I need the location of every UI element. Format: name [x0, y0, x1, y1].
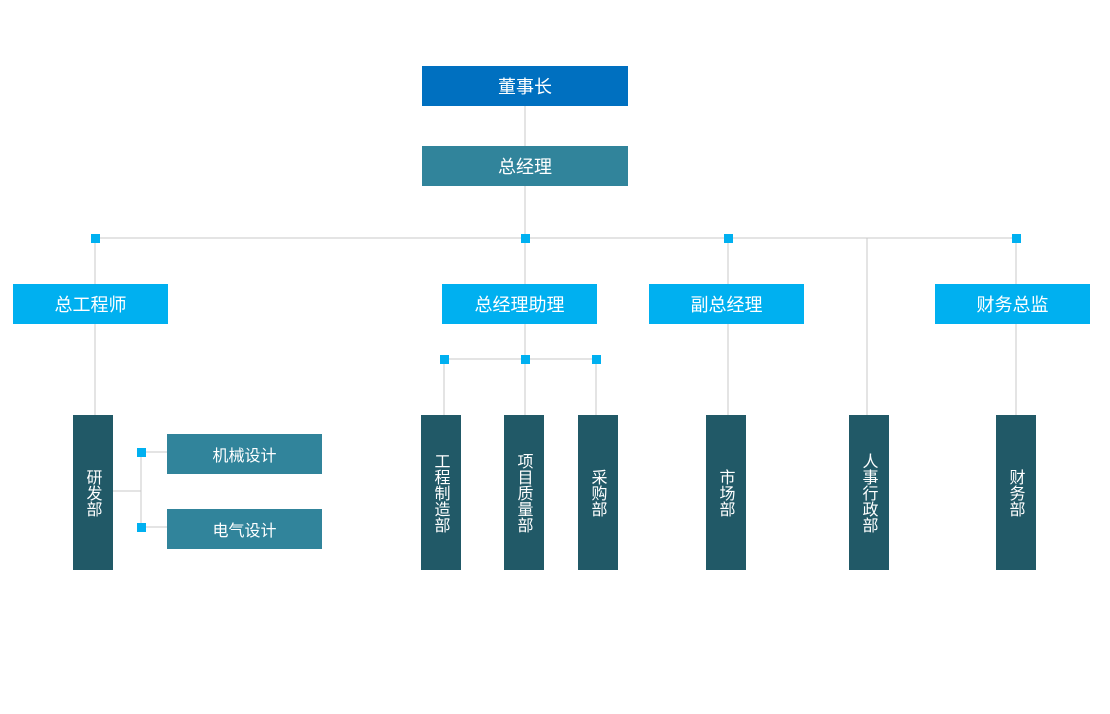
purchasing-dept-box: 采购部: [578, 415, 618, 570]
deputy-gm-box: 副总经理: [649, 284, 804, 324]
connector-node: [91, 234, 100, 243]
cfo-box: 财务总监: [935, 284, 1090, 324]
rd-dept-label: 研发部: [83, 468, 103, 517]
project-quality-dept-box: 项目质量部: [504, 415, 544, 570]
connector-node: [440, 355, 449, 364]
dept-label: 财务部: [1006, 468, 1026, 517]
rd-dept-box: 研发部: [73, 415, 113, 570]
electrical-design-box: 电气设计: [167, 509, 322, 549]
market-dept-box: 市场部: [706, 415, 746, 570]
chief-engineer-box: 总工程师: [13, 284, 168, 324]
chairman-box: 董事长: [422, 66, 628, 106]
engineering-manufacturing-dept-box: 工程制造部: [421, 415, 461, 570]
hr-admin-dept-box: 人事行政部: [849, 415, 889, 570]
connector-node: [724, 234, 733, 243]
connector-node: [137, 448, 146, 457]
connector-node: [137, 523, 146, 532]
gm-assistant-box: 总经理助理: [442, 284, 597, 324]
connector-node: [1012, 234, 1021, 243]
general-manager-box: 总经理: [422, 146, 628, 186]
connector-node: [592, 355, 601, 364]
mechanical-design-box: 机械设计: [167, 434, 322, 474]
dept-label: 项目质量部: [514, 452, 534, 533]
dept-label: 市场部: [716, 468, 736, 517]
dept-label: 人事行政部: [859, 452, 879, 533]
finance-dept-box: 财务部: [996, 415, 1036, 570]
connector-node: [521, 234, 530, 243]
dept-label: 采购部: [588, 468, 608, 517]
connector-node: [521, 355, 530, 364]
dept-label: 工程制造部: [431, 452, 451, 533]
